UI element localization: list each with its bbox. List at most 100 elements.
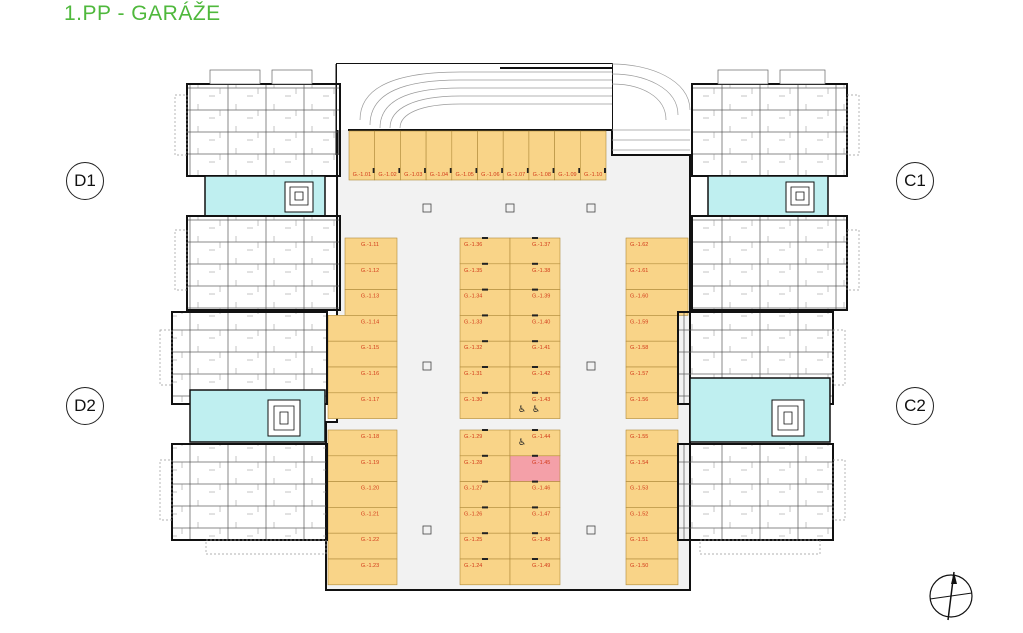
slot-divider-marker xyxy=(482,340,488,343)
slot-divider-marker xyxy=(532,262,538,265)
parking-slot xyxy=(625,315,679,342)
parking-slot-label: G.-1.06 xyxy=(481,172,499,178)
north-arrow-icon xyxy=(929,571,973,621)
slot-divider-marker xyxy=(532,480,538,483)
svg-text:♿: ♿ xyxy=(518,405,526,415)
parking-slot xyxy=(459,366,511,394)
slot-divider-marker xyxy=(482,237,488,239)
parking-slot xyxy=(509,392,561,419)
parking-slot xyxy=(528,130,555,181)
parking-slot xyxy=(327,455,398,482)
slot-divider-marker xyxy=(604,168,606,173)
parking-slot-label: G.-1.62 xyxy=(630,242,648,248)
parking-slot-label: G.-1.24 xyxy=(464,563,482,569)
parking-slot xyxy=(509,507,561,534)
slot-divider-marker xyxy=(532,340,538,343)
parking-slot xyxy=(459,237,511,265)
parking-slot xyxy=(344,289,398,316)
parking-slot-label: G.-1.61 xyxy=(630,268,648,274)
parking-slot xyxy=(348,130,376,181)
parking-slot-label: G.-1.13 xyxy=(361,294,379,300)
parking-slot-label: G.-1.36 xyxy=(464,242,482,248)
parking-slot-label: G.-1.48 xyxy=(532,537,550,543)
svg-text:♿: ♿ xyxy=(518,438,526,448)
slot-divider-marker xyxy=(482,480,488,483)
slot-divider-marker xyxy=(482,288,488,291)
slot-divider-marker xyxy=(532,429,538,431)
parking-slot-label: G.-1.25 xyxy=(464,537,482,543)
slot-divider-marker xyxy=(532,314,538,317)
accessible-parking-icon: ♿ ♿ ♿ xyxy=(518,405,540,448)
parking-slot xyxy=(625,340,679,368)
slot-divider-marker xyxy=(532,366,538,368)
slot-divider-marker xyxy=(501,168,504,173)
parking-slot xyxy=(625,366,679,394)
parking-slot-label: G.-1.10 xyxy=(584,172,602,178)
parking-slot-label: G.-1.52 xyxy=(630,511,648,517)
parking-slot-label: G.-1.03 xyxy=(404,172,422,178)
parking-slot-label: G.-1.27 xyxy=(464,486,482,492)
parking-slot-label: G.-1.57 xyxy=(630,371,648,377)
parking-slot xyxy=(625,558,679,586)
parking-slot-label: G.-1.39 xyxy=(532,294,550,300)
parking-slot-label: G.-1.42 xyxy=(532,371,550,377)
parking-slot-label: G.-1.58 xyxy=(630,345,648,351)
parking-slot xyxy=(459,558,511,586)
parking-slot-label: G.-1.34 xyxy=(464,294,482,300)
parking-slot-label: G.-1.50 xyxy=(630,563,648,569)
parking-slot-label: G.-1.47 xyxy=(532,511,550,517)
parking-slot xyxy=(509,263,561,290)
parking-slot-label: G.-1.55 xyxy=(630,434,648,440)
parking-slot-label: G.-1.44 xyxy=(532,434,550,440)
building-label-d1: D1 xyxy=(66,162,104,200)
parking-slot xyxy=(509,481,561,508)
parking-slot-label: G.-1.32 xyxy=(464,345,482,351)
parking-slot xyxy=(625,532,679,560)
parking-slot xyxy=(625,237,689,265)
slot-divider-marker xyxy=(532,558,538,560)
parking-slot-label: G.-1.22 xyxy=(361,537,379,543)
parking-slot-label: G.-1.56 xyxy=(630,397,648,403)
parking-slot-label: G.-1.59 xyxy=(630,319,648,325)
parking-slot xyxy=(459,455,511,482)
slot-divider-marker xyxy=(482,532,488,535)
slot-divider-marker xyxy=(578,168,581,173)
parking-slot xyxy=(327,532,398,560)
slot-divider-marker xyxy=(449,168,452,173)
parking-slot-label: G.-1.46 xyxy=(532,486,550,492)
parking-slot-label: G.-1.19 xyxy=(361,460,379,466)
slot-divider-marker xyxy=(532,237,538,239)
slot-divider-marker xyxy=(532,288,538,291)
parking-slot-label: G.-1.37 xyxy=(532,242,550,248)
slot-divider-marker xyxy=(482,429,488,431)
parking-slot-label: G.-1.41 xyxy=(532,345,550,351)
building-d1 xyxy=(174,69,341,311)
parking-slot-label: G.-1.49 xyxy=(532,563,550,569)
slot-divider-marker xyxy=(526,168,529,173)
parking-slot-label: G.-1.23 xyxy=(361,563,379,569)
slot-divider-marker xyxy=(532,532,538,535)
slot-divider-marker xyxy=(372,168,375,173)
parking-slot-label: G.-1.04 xyxy=(430,172,448,178)
building-c2 xyxy=(677,311,846,555)
parking-slot-label: G.-1.28 xyxy=(464,460,482,466)
parking-slot-label: G.-1.17 xyxy=(361,397,379,403)
parking-slot xyxy=(327,429,398,457)
parking-slot-label: G.-1.53 xyxy=(630,486,648,492)
access-ramp xyxy=(359,63,691,151)
parking-slot xyxy=(509,366,561,394)
parking-slot-label: G.-1.12 xyxy=(361,268,379,274)
parking-slot xyxy=(459,315,511,342)
parking-center-left-column: G.-1.36G.-1.35G.-1.34G.-1.33G.-1.32G.-1.… xyxy=(459,237,511,586)
parking-slot-label: G.-1.26 xyxy=(464,511,482,517)
parking-slot-label: G.-1.15 xyxy=(361,345,379,351)
parking-slot-label: G.-1.14 xyxy=(361,319,379,325)
parking-slot xyxy=(400,130,427,181)
svg-text:♿: ♿ xyxy=(532,405,540,415)
slot-divider-marker xyxy=(532,391,538,394)
slot-divider-marker xyxy=(532,506,538,509)
parking-slot xyxy=(425,130,453,181)
slot-divider-marker xyxy=(482,391,488,394)
parking-slot xyxy=(554,130,581,181)
